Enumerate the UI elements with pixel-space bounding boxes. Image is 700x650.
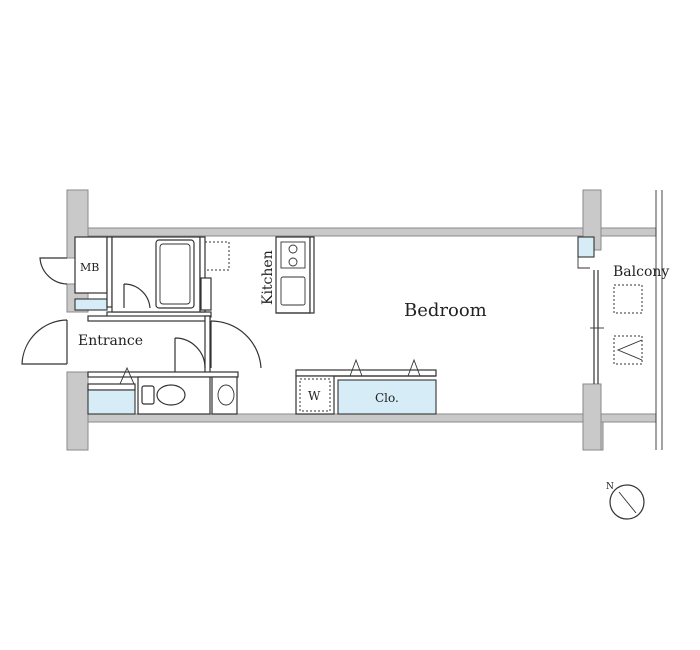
room-label-kitchen: Kitchen: [260, 250, 276, 305]
label-washer: W: [308, 389, 321, 403]
room-label-entrance: Entrance: [78, 333, 143, 349]
label-closet: Clo.: [375, 391, 399, 405]
label-meter-box: MB: [80, 261, 99, 274]
interior-walls: [74, 236, 604, 415]
room-label-bedroom: Bedroom: [404, 300, 487, 321]
room-label-balcony: Balcony: [613, 264, 669, 280]
compass: N: [606, 482, 645, 520]
compass-north-label: N: [606, 482, 614, 492]
balcony-units: [613, 284, 643, 365]
doors: [21, 257, 590, 385]
